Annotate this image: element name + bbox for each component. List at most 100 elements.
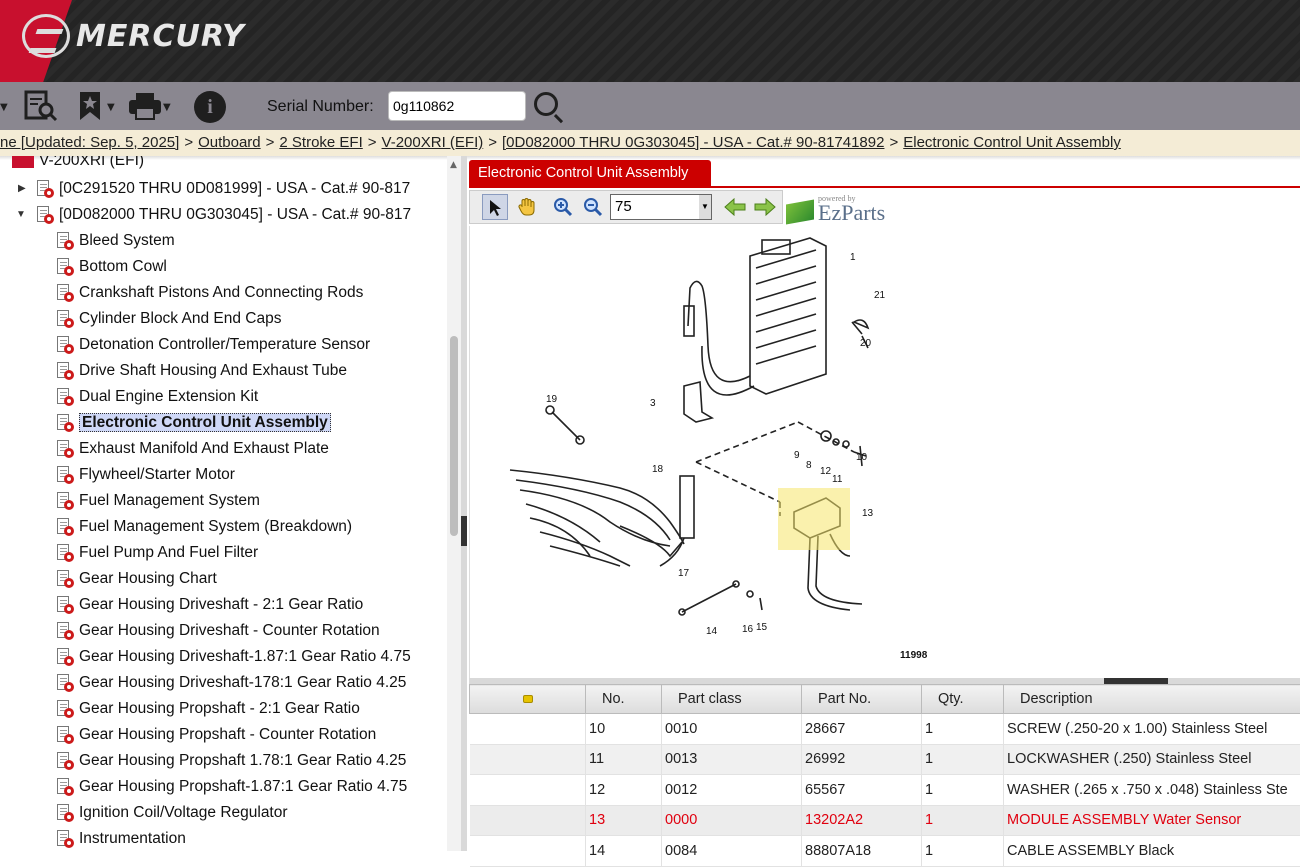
catalog-tree: V-200XRI (EFI) ▶ [0C291520 THRU 0D081999… [0, 156, 447, 851]
tree-group[interactable]: [0D082000 THRU 0G303045] - USA - Cat.# 9… [36, 204, 411, 226]
catalog-page-icon [56, 570, 74, 588]
brand-name: MERCURY [76, 19, 245, 54]
tree-group-label: [0D082000 THRU 0G303045] - USA - Cat.# 9… [59, 206, 411, 223]
ezparts-logo: powered by EzParts [786, 194, 885, 226]
panel-title-tab[interactable]: Electronic Control Unit Assembly [469, 160, 711, 186]
cell-part-no: 13202A2 [802, 805, 922, 836]
svg-text:11: 11 [832, 474, 843, 485]
tree-item[interactable]: Flywheel/Starter Motor [56, 464, 235, 486]
tree-item[interactable]: Bottom Cowl [56, 256, 167, 278]
tree-item[interactable]: Ignition Coil/Voltage Regulator [56, 802, 288, 824]
column-header-qty[interactable]: Qty. [922, 685, 1004, 714]
tree-item[interactable]: Gear Housing Chart [56, 568, 217, 590]
tree-item[interactable]: Drive Shaft Housing And Exhaust Tube [56, 360, 347, 382]
breadcrumb: ne [Updated: Sep. 5, 2025]>Outboard>2 St… [0, 130, 1300, 156]
svg-text:13: 13 [862, 508, 874, 519]
cell-part-no: 28667 [802, 714, 922, 745]
tree-item[interactable]: Gear Housing Propshaft-1.87:1 Gear Ratio… [56, 776, 407, 798]
catalog-page-icon [56, 544, 74, 562]
tree-item-label: Gear Housing Driveshaft-1.87:1 Gear Rati… [79, 648, 411, 665]
bookmark-icon[interactable] [78, 90, 102, 122]
forward-arrow-icon[interactable] [752, 194, 778, 220]
tree-item[interactable]: Gear Housing Propshaft - 2:1 Gear Ratio [56, 698, 360, 720]
breadcrumb-item[interactable]: [0D082000 THRU 0G303045] - USA - Cat.# 9… [502, 134, 884, 151]
info-icon[interactable]: i [194, 91, 226, 123]
tree-item[interactable]: Exhaust Manifold And Exhaust Plate [56, 438, 329, 460]
back-arrow-icon[interactable] [722, 194, 748, 220]
zoom-out-icon[interactable] [580, 194, 606, 220]
scroll-thumb[interactable] [450, 336, 458, 536]
divider [469, 186, 1300, 188]
cell-notes [470, 714, 586, 745]
column-header-no[interactable]: No. [586, 685, 662, 714]
splitter-grip[interactable] [461, 516, 467, 546]
print-icon[interactable] [128, 92, 162, 120]
cell-part-class: 0010 [662, 714, 802, 745]
tree-item[interactable]: Gear Housing Driveshaft - 2:1 Gear Ratio [56, 594, 363, 616]
serial-number-input[interactable] [388, 91, 526, 121]
tree-item[interactable]: Instrumentation [56, 828, 186, 850]
chevron-down-icon[interactable]: ▼ [0, 102, 8, 113]
expand-arrow-icon[interactable]: ▶ [18, 183, 26, 194]
tree-item[interactable]: Dual Engine Extension Kit [56, 386, 258, 408]
zoom-in-icon[interactable] [550, 194, 576, 220]
column-header-part-no[interactable]: Part No. [802, 685, 922, 714]
zoom-select[interactable]: 75 ▼ [610, 194, 712, 220]
catalog-page-icon [56, 440, 74, 458]
tree-item[interactable]: Fuel Pump And Fuel Filter [56, 542, 258, 564]
breadcrumb-item-current[interactable]: Electronic Control Unit Assembly [903, 134, 1121, 151]
tree-item[interactable]: Bleed System [56, 230, 175, 252]
column-header-part-class[interactable]: Part class [662, 685, 802, 714]
tree-scrollbar[interactable]: ▲ [447, 156, 461, 851]
tree-item-label: Dual Engine Extension Kit [79, 388, 258, 405]
catalog-page-icon [56, 622, 74, 640]
breadcrumb-item[interactable]: V-200XRI (EFI) [382, 134, 484, 151]
chevron-down-icon[interactable]: ▼ [163, 102, 171, 113]
cell-qty: 1 [922, 744, 1004, 775]
chevron-down-icon[interactable]: ▼ [699, 195, 711, 219]
cell-qty: 1 [922, 775, 1004, 806]
column-header-description[interactable]: Description [1004, 685, 1300, 714]
tree-item[interactable]: Crankshaft Pistons And Connecting Rods [56, 282, 363, 304]
parts-search-icon[interactable] [24, 90, 58, 122]
search-icon[interactable] [534, 92, 558, 116]
cell-part-no: 26992 [802, 744, 922, 775]
breadcrumb-item[interactable]: Outboard [198, 134, 261, 151]
tree-item-label: Detonation Controller/Temperature Sensor [79, 336, 370, 353]
cell-no: 13 [586, 805, 662, 836]
pointer-icon[interactable] [482, 194, 508, 220]
chevron-down-icon[interactable]: ▼ [107, 102, 115, 113]
tree-item[interactable]: Cylinder Block And End Caps [56, 308, 281, 330]
collapse-arrow-icon[interactable]: ▼ [16, 209, 26, 220]
tree-item[interactable]: Gear Housing Driveshaft - Counter Rotati… [56, 620, 380, 642]
exploded-diagram[interactable]: 1 21 20 3 19 9 8 12 11 10 18 13 17 14 16… [469, 226, 1300, 678]
tree-item[interactable]: Electronic Control Unit Assembly [56, 412, 331, 434]
mercury-logo[interactable]: MERCURY [22, 14, 245, 58]
tree-item[interactable]: Detonation Controller/Temperature Sensor [56, 334, 370, 356]
pane-splitter[interactable] [461, 156, 467, 851]
tree-item-label: Gear Housing Propshaft - Counter Rotatio… [79, 726, 376, 743]
tree-item[interactable]: Gear Housing Driveshaft-178:1 Gear Ratio… [56, 672, 406, 694]
scroll-up-icon[interactable]: ▲ [450, 160, 457, 170]
breadcrumb-item[interactable]: 2 Stroke EFI [279, 134, 362, 151]
tree-item-label: Gear Housing Propshaft - 2:1 Gear Ratio [79, 700, 360, 717]
tree-item[interactable]: Gear Housing Propshaft 1.78:1 Gear Ratio… [56, 750, 406, 772]
tree-root[interactable]: V-200XRI (EFI) [12, 156, 144, 172]
catalog-page-icon [56, 466, 74, 484]
breadcrumb-sep: > [266, 134, 275, 151]
tree-item[interactable]: Fuel Management System (Breakdown) [56, 516, 352, 538]
tree-item[interactable]: Gear Housing Driveshaft-1.87:1 Gear Rati… [56, 646, 411, 668]
callout-numbers: 1 21 20 3 19 9 8 12 11 10 18 13 17 14 16… [546, 252, 928, 661]
notes-column-header[interactable] [470, 685, 586, 714]
tree-item[interactable]: Fuel Management System [56, 490, 260, 512]
svg-text:14: 14 [706, 626, 718, 637]
pan-hand-icon[interactable] [514, 194, 540, 220]
tree-item[interactable]: Gear Housing Propshaft - Counter Rotatio… [56, 724, 376, 746]
breadcrumb-root[interactable]: ne [Updated: Sep. 5, 2025] [0, 134, 179, 151]
zoom-value: 75 [615, 198, 632, 215]
tree-group[interactable]: [0C291520 THRU 0D081999] - USA - Cat.# 9… [36, 178, 410, 200]
